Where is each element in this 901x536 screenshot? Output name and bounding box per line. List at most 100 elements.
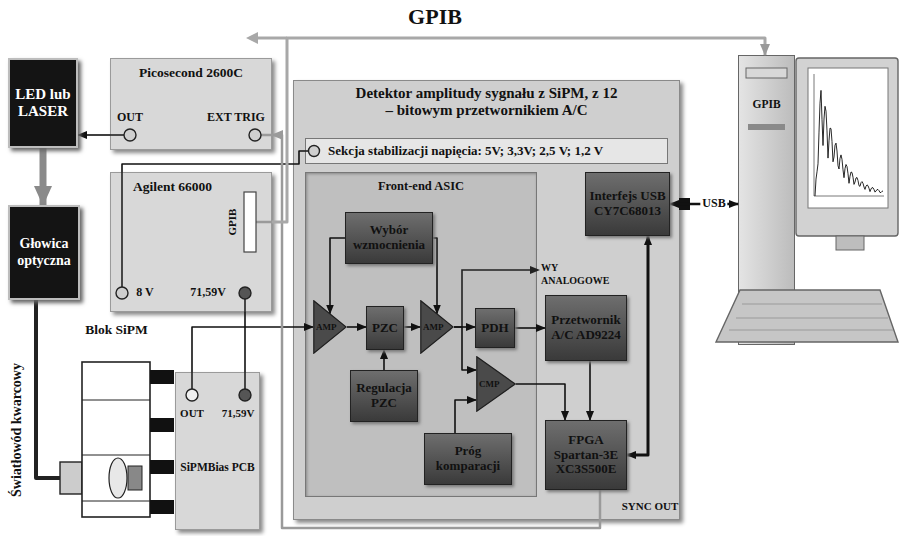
gpib-port xyxy=(244,192,256,252)
gpib-bus xyxy=(256,37,287,40)
node-text: Regulacja PZC xyxy=(354,381,414,411)
connector xyxy=(455,400,476,433)
connector xyxy=(330,238,345,314)
gpib-card xyxy=(748,124,785,130)
node-text: Detektor amplitudy sygnału z SiPM, z 12 … xyxy=(354,85,620,120)
signal-label: 71,59V xyxy=(222,407,255,420)
process-box: Wybór wzmocnienia xyxy=(345,212,433,264)
process-box: PDH xyxy=(475,308,515,348)
process-box: FPGA Spartan-3E XC3S500E xyxy=(545,420,627,490)
mount-block xyxy=(150,370,174,384)
terminal xyxy=(116,287,128,299)
node-text: Blok SiPM xyxy=(58,322,175,338)
mount-block xyxy=(150,418,174,432)
terminal xyxy=(249,129,261,141)
node-text: GPIB xyxy=(739,98,794,111)
process-box: Interfejs USB CY7C68013 xyxy=(585,172,670,236)
node-text: FPGA Spartan-3E XC3S500E xyxy=(549,433,623,478)
node-text: Głowica optyczna xyxy=(13,236,75,268)
process-box: Przetwornik A/C AD9224 xyxy=(545,295,627,361)
node-text: Sekcja stabilizacji napięcia: 5V; 3,3V; … xyxy=(328,144,603,159)
node-text: Interfejs USB CY7C68013 xyxy=(589,189,666,219)
optical-head-box: Głowica optyczna xyxy=(8,205,80,300)
connector xyxy=(404,326,420,328)
connector xyxy=(627,236,648,455)
connector xyxy=(383,350,385,370)
wire-stub xyxy=(244,372,246,389)
node-text: CMP xyxy=(479,379,500,389)
housing-line xyxy=(82,400,150,501)
signal-label: 71,59V xyxy=(190,286,226,300)
node-text: AMP xyxy=(423,322,444,332)
wire-stub xyxy=(191,372,193,389)
amplifier-triangle: AMP xyxy=(420,300,454,354)
node-text: Front-end ASIC xyxy=(306,179,536,193)
keyboard xyxy=(716,290,898,342)
mount-block xyxy=(150,500,174,514)
wire-stub xyxy=(261,134,272,137)
fiber-connector xyxy=(60,462,82,494)
signal-label: EXT TRIG xyxy=(207,111,265,125)
sipm-housing xyxy=(82,362,150,517)
analog-output-wire xyxy=(462,270,532,327)
comparator-triangle: CMP xyxy=(476,356,516,412)
connector xyxy=(122,151,305,172)
wire-stub xyxy=(110,134,124,136)
signal-label: 8 V xyxy=(136,286,153,300)
connector xyxy=(515,327,545,329)
monitor xyxy=(796,58,898,236)
monitor-screen xyxy=(808,68,888,208)
asic-box: Front-end ASIC Wybór wzmocnieniaAMP PZC AMP… xyxy=(305,172,537,497)
signal-label: GPIB xyxy=(226,209,239,236)
amplifier-triangle: AMP xyxy=(313,300,347,354)
connector xyxy=(36,300,58,478)
connector xyxy=(244,312,246,372)
node-text: LED lub LASER xyxy=(13,86,73,121)
module-box: Detektor amplitudy sygnału z SiPM, z 12 … xyxy=(293,80,680,520)
connector xyxy=(516,384,565,420)
connector xyxy=(589,361,591,420)
mount-block xyxy=(150,460,174,474)
connector xyxy=(454,327,476,370)
node-text: PZC xyxy=(372,321,398,336)
wire-stub xyxy=(121,172,123,287)
connector xyxy=(192,327,313,372)
connector xyxy=(433,238,437,314)
process-box: Próg komparacji xyxy=(424,433,512,485)
sipm-chip xyxy=(128,466,142,490)
process-box: PZC xyxy=(366,306,404,350)
terminal xyxy=(239,389,251,401)
fiber-label: Światłowód kwarcowy xyxy=(9,363,25,497)
node-text: Picosecond 2600C xyxy=(111,65,271,81)
connector xyxy=(78,134,110,136)
node-text: PDH xyxy=(481,321,508,336)
drive-bay xyxy=(746,68,787,78)
signal-label: SYNC OUT xyxy=(622,500,679,513)
connector xyxy=(347,326,366,328)
connector xyxy=(40,148,47,205)
node-text: Przetwornik A/C AD9224 xyxy=(549,313,623,343)
process-box: Regulacja PZC xyxy=(350,370,418,422)
connector xyxy=(272,135,600,528)
chart-axes xyxy=(814,74,884,196)
node-text: Wybór wzmocnienia xyxy=(349,223,429,253)
wire-stub xyxy=(256,221,272,224)
node-text: Próg komparacji xyxy=(428,444,508,474)
connector xyxy=(272,38,765,222)
signal-label: OUT xyxy=(180,407,204,420)
node-text: Agilent 66000 xyxy=(133,179,271,195)
node-text: SiPMBias PCB xyxy=(176,461,259,474)
terminal xyxy=(186,389,198,401)
terminal xyxy=(309,146,320,157)
spectrum-curve xyxy=(815,90,883,196)
supply-section: Sekcja stabilizacji napięcia: 5V; 3,3V; … xyxy=(305,138,668,164)
arrowhead xyxy=(530,266,540,274)
terminal xyxy=(239,287,251,299)
node-text: AMP xyxy=(316,322,337,332)
connector-label: USB xyxy=(700,197,727,210)
triangle-outline xyxy=(477,357,515,411)
bus-arrowhead xyxy=(246,32,258,44)
bus-title: GPIB xyxy=(408,4,462,29)
sipm-sensor xyxy=(109,458,127,498)
signal-label: WY ANALOGOWE xyxy=(541,262,613,287)
